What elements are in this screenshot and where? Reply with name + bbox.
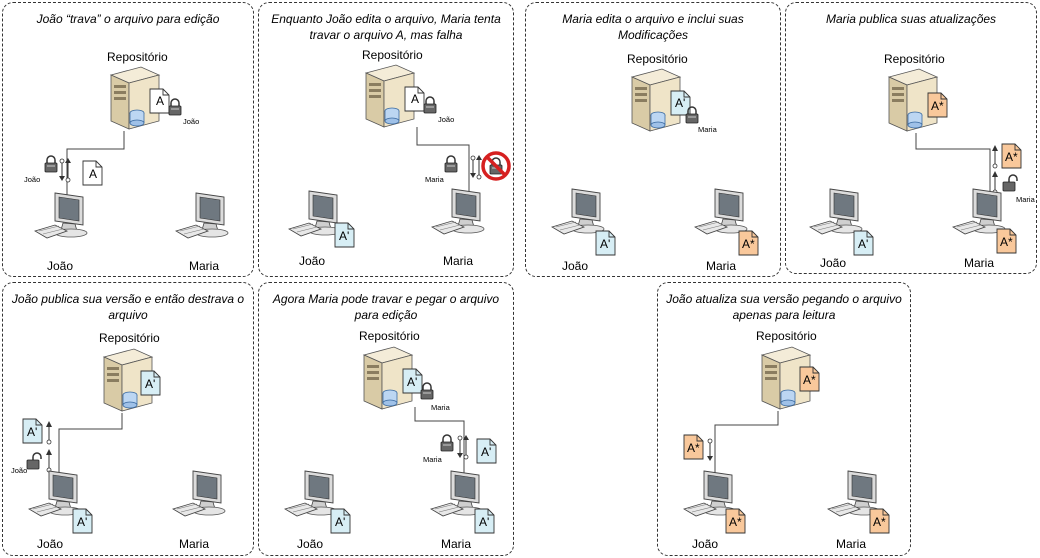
panel-title: João “trava” o arquivo para edição: [36, 12, 220, 26]
file-label: A': [335, 515, 346, 529]
joao-computer-icon: [551, 188, 605, 235]
file-label: A': [600, 237, 611, 251]
transfer-arrows-icon: [58, 157, 72, 183]
file-label: A': [339, 229, 350, 243]
lock-owner-label: Maria: [698, 125, 717, 134]
lock-icon: [44, 155, 58, 173]
maria-label: Maria: [443, 254, 474, 268]
file-label: A*: [803, 373, 816, 387]
panel-7: João atualiza sua versão pegando o arqui…: [657, 282, 911, 556]
lock-owner-label: João: [11, 466, 28, 475]
download-arrow-icon: [706, 438, 714, 462]
maria-computer-icon: [172, 470, 226, 517]
connector-line: [66, 131, 125, 202]
file-label: A': [27, 425, 38, 439]
maria-computer-icon: [694, 188, 748, 235]
maria-computer-icon: [175, 192, 229, 239]
file-label: A*: [1000, 235, 1013, 249]
panel-title: Maria publica suas atualizações: [825, 12, 997, 26]
repository-label: Repositório: [99, 331, 160, 345]
joao-label: João: [297, 537, 324, 551]
lock-icon: [685, 106, 699, 124]
maria-computer-icon: [431, 188, 485, 235]
lock-owner-label: João: [183, 117, 200, 126]
file-label: A': [145, 377, 156, 391]
lock-owner-label: João: [438, 115, 455, 124]
panel-title: Agora Maria pode travar e pegar o arquiv…: [272, 292, 500, 322]
repository-label: Repositório: [362, 48, 423, 62]
connector-line: [915, 133, 991, 199]
panel-title: João publica sua versão e então destrava…: [11, 292, 245, 322]
file-label: A': [858, 237, 869, 251]
maria-label: Maria: [189, 259, 220, 273]
maria-label: Maria: [836, 537, 867, 551]
lock-owner-label: Maria: [425, 175, 444, 184]
panel-3: Maria edita o arquivo e inclui suas Modi…: [525, 2, 781, 277]
lock-icon: [440, 434, 454, 452]
file-label: A*: [931, 99, 944, 113]
file-label: A*: [687, 441, 700, 455]
maria-label: Maria: [964, 256, 995, 270]
lock-denied-icon: [481, 151, 511, 181]
joao-label: João: [562, 259, 589, 273]
panel-1: João “trava” o arquivo para edição Repos…: [2, 2, 254, 277]
joao-computer-icon: [809, 188, 863, 235]
repository-label: Repositório: [107, 50, 168, 64]
lock-owner-label: João: [24, 175, 41, 184]
lock-owner-label: Maria: [1016, 195, 1035, 204]
panel-title: João atualiza sua versão pegando o arqui…: [666, 292, 902, 322]
unlock-icon: [26, 452, 42, 470]
maria-label: Maria: [441, 537, 472, 551]
file-label: A': [77, 515, 88, 529]
repository-label: Repositório: [627, 52, 688, 66]
panel-title: Maria edita o arquivo e inclui suas Modi…: [562, 12, 744, 42]
file-label: A': [407, 375, 418, 389]
repository-label: Repositório: [756, 329, 817, 343]
joao-label: João: [37, 537, 64, 551]
joao-label: João: [47, 259, 74, 273]
panel-4: Maria publica suas atualizações Repositó…: [785, 2, 1037, 274]
repository-label: Repositório: [884, 52, 945, 66]
file-label: A': [479, 515, 490, 529]
panel-2: Enquanto João edita o arquivo, Maria ten…: [258, 2, 514, 277]
joao-computer-icon: [34, 192, 88, 239]
file-label: A*: [742, 237, 755, 251]
connector-line: [414, 407, 465, 475]
lock-icon: [444, 155, 458, 173]
maria-label: Maria: [706, 259, 737, 273]
lock-owner-label: Maria: [431, 403, 450, 412]
connector-line: [416, 127, 470, 193]
lock-owner-label: Maria: [423, 455, 442, 464]
joao-label: João: [692, 537, 719, 551]
file-label: A*: [873, 515, 886, 529]
joao-label: João: [820, 256, 847, 270]
upload-arrow-icon: [45, 420, 53, 445]
repository-label: Repositório: [359, 329, 420, 343]
panel-title: Enquanto João edita o arquivo, Maria ten…: [271, 12, 501, 42]
upload-arrow-icon: [45, 448, 53, 473]
file-label: A: [156, 94, 165, 108]
file-label: A*: [1005, 150, 1018, 164]
file-label: A*: [729, 515, 742, 529]
panel-5: João publica sua versão e então destrava…: [2, 282, 254, 556]
file-label: A: [89, 167, 98, 181]
joao-label: João: [299, 254, 326, 268]
maria-label: Maria: [179, 537, 210, 551]
file-label: A': [675, 96, 686, 110]
panel-6: Agora Maria pode travar e pegar o arquiv…: [258, 282, 514, 556]
file-label: A': [481, 445, 492, 459]
connector-line: [714, 411, 779, 473]
transfer-arrows-icon: [456, 434, 470, 460]
file-label: A: [411, 92, 420, 106]
connector-line: [58, 413, 123, 473]
